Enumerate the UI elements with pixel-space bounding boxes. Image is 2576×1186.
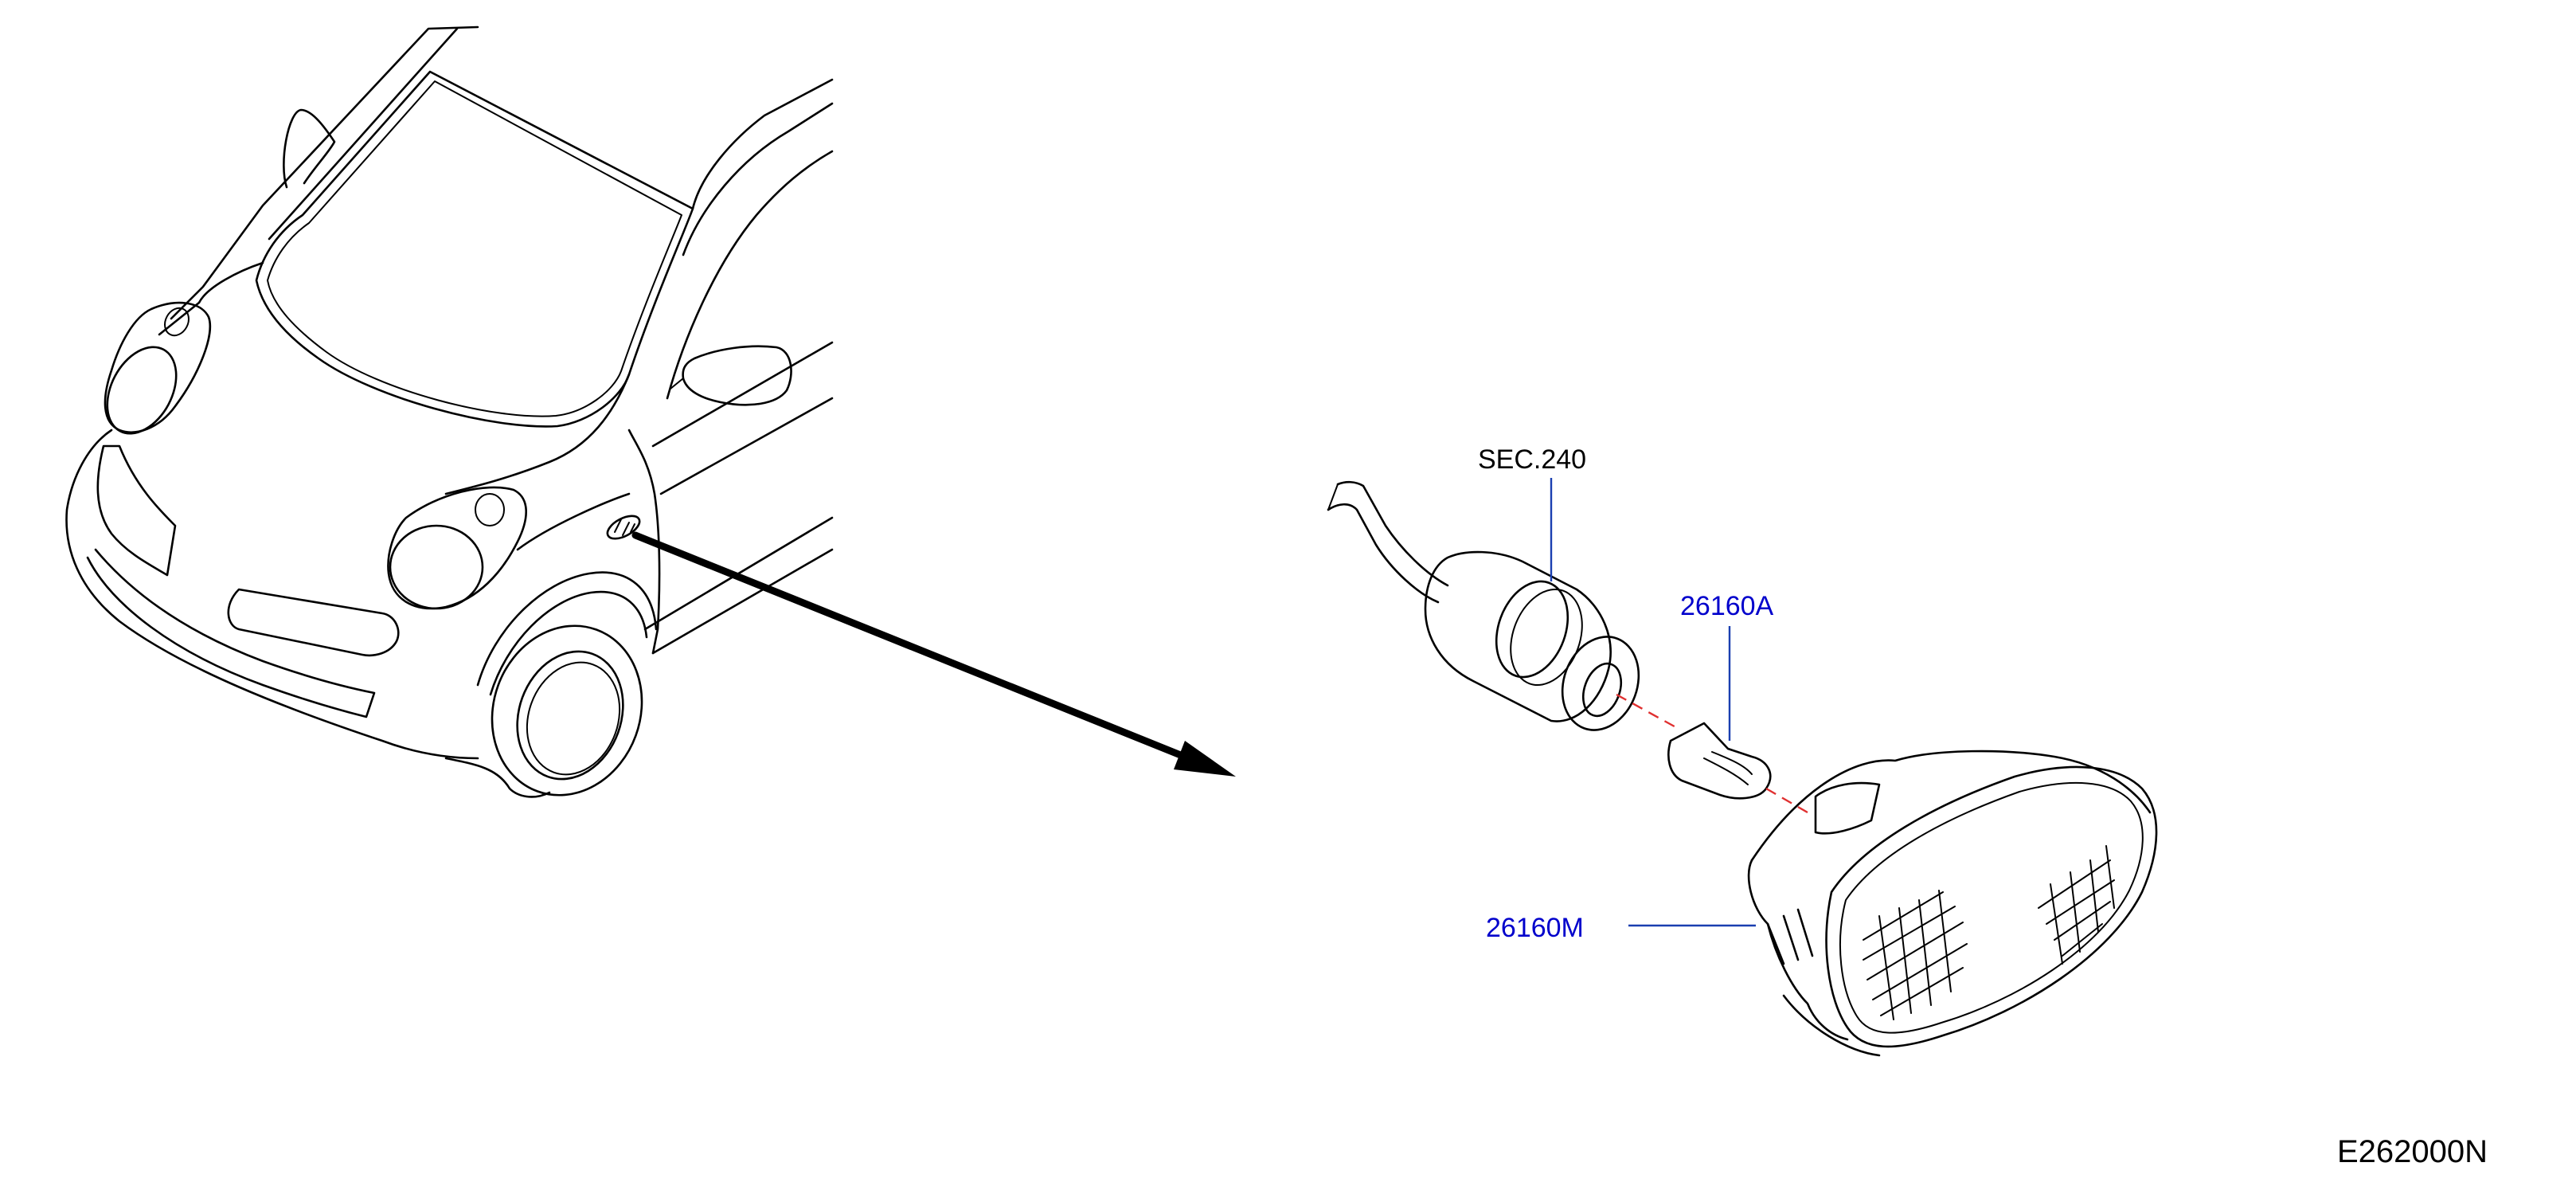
car-a-pillar xyxy=(691,78,834,210)
bulb-wedge xyxy=(1667,722,1772,800)
socket-collar-2 xyxy=(1510,588,1583,687)
socket-mouth xyxy=(1561,636,1640,731)
assembly-centerline-2 xyxy=(1765,787,1808,814)
car-rim-inner xyxy=(526,661,621,776)
harness-wire-top xyxy=(1336,480,1449,587)
car-side-marker-grid xyxy=(614,519,635,536)
bulb-filament xyxy=(1703,751,1753,785)
lamp-housing-ribs xyxy=(1766,908,1814,965)
car-fog-lamp xyxy=(227,588,400,657)
car-mirror-stem xyxy=(670,378,684,389)
car-left-headlight-lens xyxy=(106,346,178,435)
car-front-fascia xyxy=(65,429,479,760)
lamp-lens-pattern-left xyxy=(1863,890,1968,1020)
car-right-headlight-housing xyxy=(387,486,527,610)
lamp-lens-inner xyxy=(1839,781,2144,1034)
car-a-pillar-2 xyxy=(682,102,834,256)
label-bulb-part-number[interactable]: 26160A xyxy=(1680,591,1774,621)
socket-collar xyxy=(1495,580,1569,679)
car-door-line xyxy=(627,429,661,655)
bulb-base xyxy=(1667,722,1772,800)
label-section-ref[interactable]: SEC.240 xyxy=(1478,444,1587,475)
car-roof-line xyxy=(170,25,479,320)
car-beltline-2 xyxy=(659,397,834,495)
label-lamp-part-number[interactable]: 26160M xyxy=(1486,913,1584,943)
car-windshield xyxy=(255,70,694,428)
car-hood-right xyxy=(444,373,631,495)
car-fender xyxy=(444,757,551,798)
side-marker-lamp xyxy=(1747,750,2158,1057)
car-fender-top xyxy=(516,492,631,551)
socket-opening xyxy=(1581,662,1623,718)
callout-arrow xyxy=(631,531,1236,777)
assembly-centerline xyxy=(1616,693,1681,731)
car-bumper-line xyxy=(86,548,376,718)
harness-wire-end xyxy=(1327,483,1339,511)
label-diagram-code: E262000N xyxy=(2337,1134,2488,1169)
lamp-lens-pattern-right xyxy=(2038,845,2115,965)
car-windshield-inner xyxy=(267,80,682,417)
car-grille xyxy=(96,444,177,577)
car-left-headlight-small xyxy=(164,307,190,337)
car-side-marker-location xyxy=(606,515,641,540)
car-beltline xyxy=(651,341,834,448)
car-right-headlight-small xyxy=(475,493,505,526)
car-roof-line-inner xyxy=(268,27,459,241)
car-wheel-arch-outer xyxy=(476,571,658,687)
harness-wire-bottom xyxy=(1327,503,1440,604)
lamp-housing-side xyxy=(1747,859,1849,1041)
car-hood-left xyxy=(158,261,264,336)
car-right-headlight-lens xyxy=(389,524,484,610)
car-a-pillar-3 xyxy=(666,150,834,400)
lamp-housing-back xyxy=(1750,750,2152,862)
car-illustration xyxy=(65,25,834,798)
car-antenna xyxy=(283,108,336,189)
socket-harness xyxy=(1327,480,1640,731)
car-left-headlight-housing xyxy=(104,301,212,433)
car-sill-2 xyxy=(651,548,834,655)
car-tire xyxy=(491,624,643,797)
lamp-lens-outer xyxy=(1825,765,2158,1048)
socket-body xyxy=(1424,550,1612,722)
car-wheel-arch-inner xyxy=(489,590,648,696)
lamp-housing-clip xyxy=(1814,781,1881,835)
car-rim xyxy=(516,650,624,781)
lamp-housing-base xyxy=(1782,994,1881,1057)
